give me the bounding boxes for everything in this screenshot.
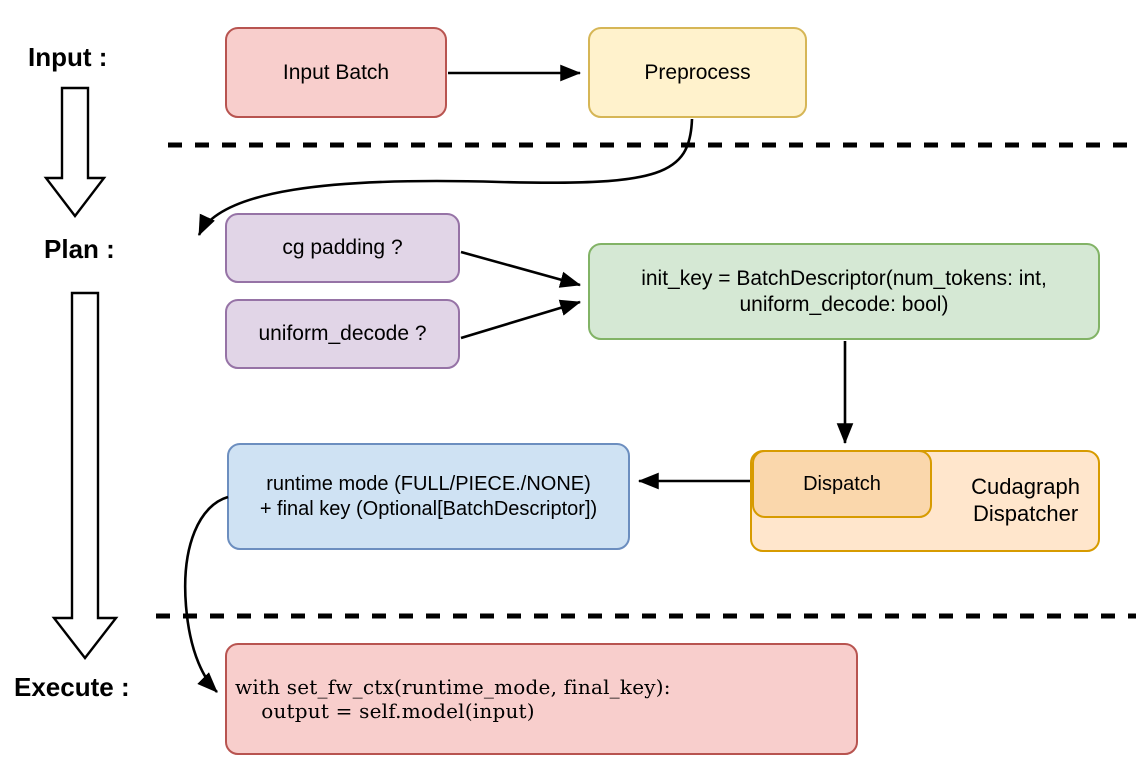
- edge-uniformdecode-to-initkey: [460, 299, 581, 340]
- node-dispatch[interactable]: Dispatch: [752, 450, 932, 518]
- node-runtime-mode[interactable]: runtime mode (FULL/PIECE./NONE) + final …: [227, 443, 630, 550]
- node-init-key[interactable]: init_key = BatchDescriptor(num_tokens: i…: [588, 243, 1100, 340]
- node-input-batch[interactable]: Input Batch: [225, 27, 447, 118]
- edge-cgpadding-to-initkey: [460, 250, 582, 288]
- node-preprocess[interactable]: Preprocess: [588, 27, 807, 118]
- node-execute-code[interactable]: with set_fw_ctx(runtime_mode, final_key)…: [225, 643, 858, 755]
- edge-runtimemode-to-execute: [183, 495, 229, 693]
- stage-arrow-plan-to-execute: [51, 291, 119, 660]
- stage-label-execute: Execute :: [14, 672, 130, 702]
- node-uniform-decode[interactable]: uniform_decode ?: [225, 299, 460, 369]
- stage-label-plan: Plan :: [44, 234, 115, 264]
- stage-arrow-input-to-plan: [43, 86, 107, 218]
- stage-label-input: Input :: [28, 42, 108, 72]
- node-cg-padding[interactable]: cg padding ?: [225, 213, 460, 283]
